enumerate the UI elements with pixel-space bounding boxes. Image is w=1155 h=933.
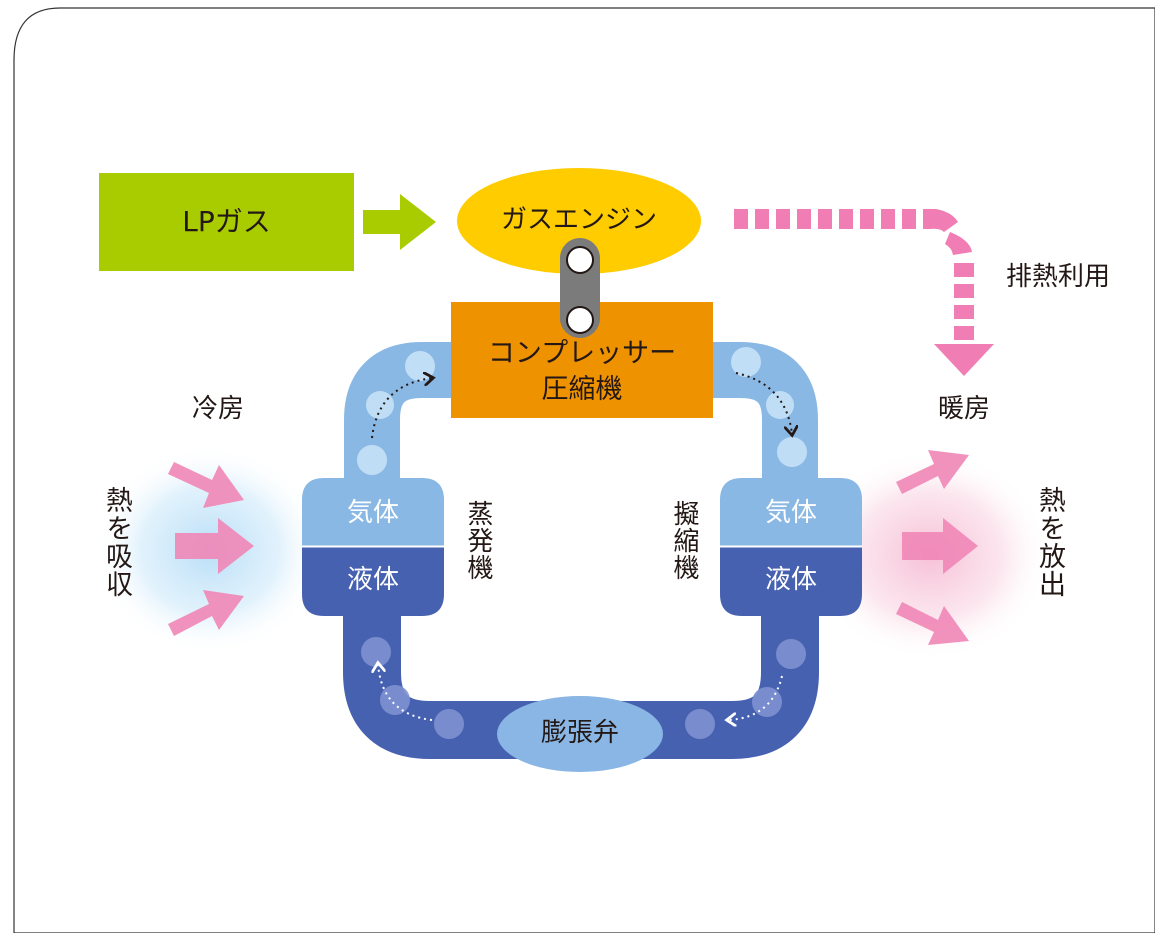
flow-arrow-bottom-left [378,664,433,721]
cooling-label: 冷房 [192,394,245,424]
liquid-bubbles [361,637,806,739]
exhaust-heat-use-label: 排熱利用 [1006,262,1111,292]
expansion-valve-label: 膨張弁 [540,718,619,748]
release-heat-label: 熱を放出 [1034,486,1065,598]
condenser-unit [720,478,862,616]
evaporator-label: 蒸発機 [463,500,493,581]
compressor-label-line2: 圧縮機 [541,374,623,405]
gas-engine-label: ガスエンジン [500,205,657,235]
expansion-valve-shape [497,696,663,772]
condenser-label: 擬縮機 [669,500,699,581]
compressor-label-line1: コンプレッサー [487,338,677,369]
exhaust-heat-arrow [734,209,994,376]
gas-engine-shape [457,168,701,274]
connector-bolt-top [566,246,594,274]
flow-arrow-right-down [735,372,792,434]
release-heat-arrows [896,450,978,645]
flow-arrow-bottom-right [728,675,783,720]
evaporator-gas-label: 気体 [346,498,399,528]
absorb-heat-arrows [168,462,254,636]
fuel-arrow [363,194,436,250]
condenser-gas-label: 気体 [764,498,817,528]
absorb-heat-label: 熱を吸収 [101,486,132,598]
evaporator-unit [302,478,444,616]
condenser-liquid-label: 液体 [764,565,817,595]
lp-gas-label: LPガス [182,205,271,238]
lp-gas-box [99,173,354,271]
connector-bolt-bottom [566,306,594,334]
heating-label: 暖房 [938,394,991,424]
evaporator-liquid-label: 液体 [346,565,399,595]
